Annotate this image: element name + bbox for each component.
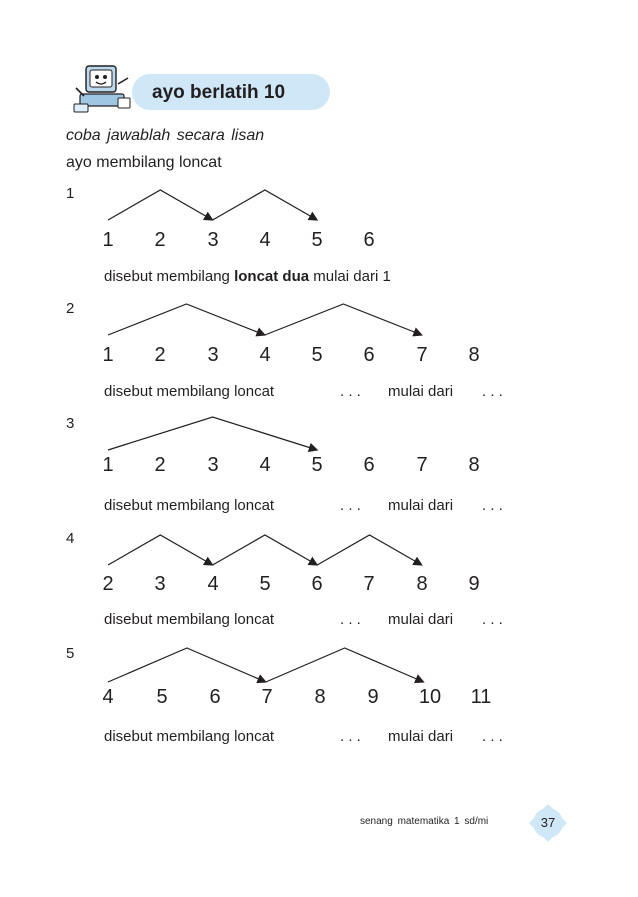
number-line-item: 7 xyxy=(416,454,428,476)
jump-arrow xyxy=(107,303,267,337)
title-pill xyxy=(132,74,330,110)
sentence-prefix: disebut membilang loncat xyxy=(104,497,275,514)
page-title: ayo berlatih 10 xyxy=(152,82,286,103)
jump-arrows-1 xyxy=(107,189,319,221)
number-line-item: 6 xyxy=(311,573,323,595)
number-line-item: 3 xyxy=(154,573,166,595)
sentence-mid: mulai dari xyxy=(388,728,454,745)
number-line-item: 6 xyxy=(363,344,375,366)
instruction-line-1: coba jawablah secara lisan xyxy=(66,127,265,144)
exercise-number-5: 5 xyxy=(66,645,75,662)
answer-blank: . . . xyxy=(340,383,361,400)
number-line-item: 6 xyxy=(363,454,375,476)
answer-blank: . . . xyxy=(482,728,503,745)
answer-blank: . . . xyxy=(482,611,503,628)
number-line-item: 2 xyxy=(154,344,166,366)
page-number: 37 xyxy=(540,815,556,830)
instruction-line-2: ayo membilang loncat xyxy=(66,154,222,171)
page-badge-icon xyxy=(529,804,567,842)
number-line-item: 4 xyxy=(102,686,114,708)
number-line-item: 2 xyxy=(154,229,166,251)
exercise-number-4: 4 xyxy=(66,530,75,547)
number-line-item: 4 xyxy=(259,454,271,476)
answer-blank: . . . xyxy=(340,611,361,628)
exercise-number-1: 1 xyxy=(66,185,75,202)
number-line-item: 4 xyxy=(207,573,219,595)
number-line-item: 5 xyxy=(311,229,323,251)
answer-blank: . . . xyxy=(340,497,361,514)
number-line-item: 6 xyxy=(363,229,375,251)
number-line-item: 6 xyxy=(209,686,221,708)
number-line-item: 9 xyxy=(468,573,480,595)
jump-arrow xyxy=(212,534,319,566)
number-line-item: 8 xyxy=(314,686,326,708)
number-line-item: 4 xyxy=(259,344,271,366)
jump-arrows-5 xyxy=(107,647,425,684)
jump-arrows-4 xyxy=(107,534,423,566)
sentence-prefix: disebut membilang loncat xyxy=(104,611,275,628)
number-line-item: 2 xyxy=(102,573,114,595)
number-line-item: 3 xyxy=(207,454,219,476)
number-line-item: 1 xyxy=(102,344,114,366)
sentence-mid: mulai dari xyxy=(388,497,454,514)
number-line-item: 8 xyxy=(468,344,480,366)
number-line-item: 2 xyxy=(154,454,166,476)
exercise-sentence-2: disebut membilang loncat . . . mulai dar… xyxy=(104,381,524,403)
exercise-sentence-5: disebut membilang loncat . . . mulai dar… xyxy=(104,726,524,748)
sentence-bold: loncat dua xyxy=(234,268,310,285)
number-line-item: 7 xyxy=(261,686,273,708)
jump-arrow xyxy=(316,534,423,566)
jump-arrow xyxy=(107,534,214,566)
jump-arrow xyxy=(107,416,319,453)
number-line-item: 9 xyxy=(367,686,379,708)
computer-mascot-icon xyxy=(73,65,131,113)
jump-arrow xyxy=(265,647,425,684)
exercise-number-3: 3 xyxy=(66,415,75,432)
exercise-sentence-1: disebut membilang loncat dua mulai dari … xyxy=(104,266,524,288)
sentence-suffix: mulai dari 1 xyxy=(309,268,391,285)
exercise-number-2: 2 xyxy=(66,300,75,317)
jump-arrow xyxy=(107,189,214,221)
sentence-prefix: disebut membilang xyxy=(104,268,235,285)
number-line-item: 10 xyxy=(418,686,442,708)
number-line-item: 4 xyxy=(259,229,271,251)
number-line-item: 5 xyxy=(311,454,323,476)
jump-arrows-3 xyxy=(107,416,319,453)
number-line-item: 11 xyxy=(470,686,492,708)
book-title: senang matematika 1 sd/mi xyxy=(360,816,489,827)
jump-arrow xyxy=(264,303,423,337)
sentence-mid: mulai dari xyxy=(388,383,454,400)
jump-arrows-2 xyxy=(107,303,423,337)
sentence-prefix: disebut membilang loncat xyxy=(104,383,275,400)
number-line-item: 7 xyxy=(416,344,428,366)
number-line-item: 3 xyxy=(207,229,219,251)
number-line-item: 5 xyxy=(311,344,323,366)
answer-blank: . . . xyxy=(482,383,503,400)
sentence-prefix: disebut membilang loncat xyxy=(104,728,275,745)
exercise-sentence-4: disebut membilang loncat . . . mulai dar… xyxy=(104,609,524,631)
jump-arrow xyxy=(107,647,267,684)
answer-blank: . . . xyxy=(482,497,503,514)
answer-blank: . . . xyxy=(340,728,361,745)
exercise-sentence-3: disebut membilang loncat . . . mulai dar… xyxy=(104,495,524,517)
number-line-item: 1 xyxy=(102,454,114,476)
number-line-item: 5 xyxy=(156,686,168,708)
jump-arrow xyxy=(212,189,319,221)
number-line-item: 8 xyxy=(416,573,428,595)
number-line-item: 8 xyxy=(468,454,480,476)
sentence-mid: mulai dari xyxy=(388,611,454,628)
number-line-item: 7 xyxy=(363,573,375,595)
number-line-item: 1 xyxy=(102,229,114,251)
number-line-item: 5 xyxy=(259,573,271,595)
number-line-item: 3 xyxy=(207,344,219,366)
